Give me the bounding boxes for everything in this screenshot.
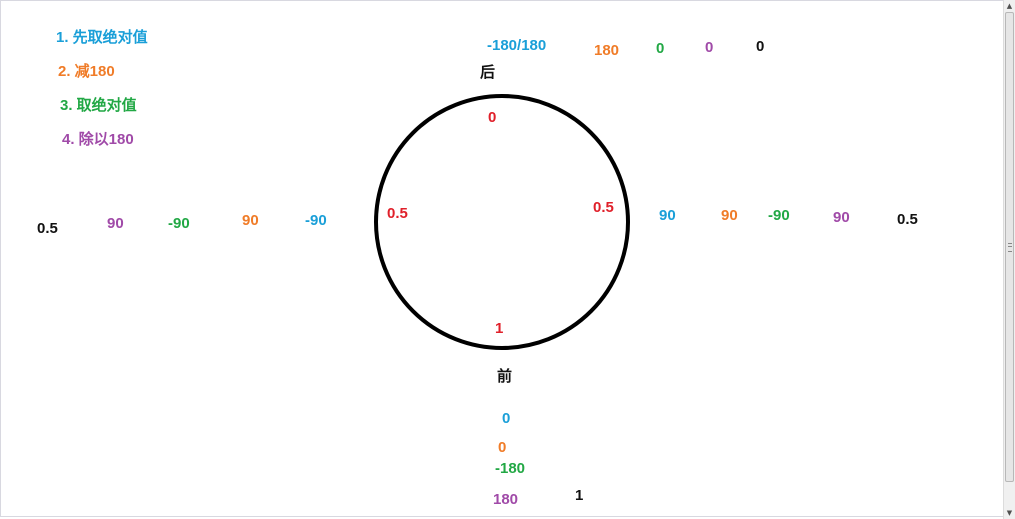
left-step-4-value: 90 xyxy=(107,215,124,232)
bottom-step-2-value: 0 xyxy=(498,439,507,456)
legend-step-1: 1. 先取绝对值 xyxy=(56,29,148,46)
bottom-step-3-value: -180 xyxy=(495,460,526,477)
legend-step-4: 4. 除以180 xyxy=(62,131,134,148)
scroll-down-arrow-icon[interactable]: ▼ xyxy=(1006,509,1013,517)
right-step-4-value: 90 xyxy=(833,209,850,226)
circle-value-bottom: 1 xyxy=(495,320,504,337)
top-step-4-value: 0 xyxy=(705,39,714,56)
right-step-1-value: 90 xyxy=(659,207,676,224)
bottom-step-4-value: 180 xyxy=(493,491,519,508)
direction-front-label: 前 xyxy=(497,368,513,385)
bottom-result-value: 1 xyxy=(575,487,584,504)
top-step-1-value: -180/180 xyxy=(487,37,547,54)
right-step-2-value: 90 xyxy=(721,207,738,224)
right-result-value: 0.5 xyxy=(897,211,918,228)
left-result-value: 0.5 xyxy=(37,220,58,237)
top-step-2-value: 180 xyxy=(594,42,620,59)
top-step-3-value: 0 xyxy=(656,40,665,57)
left-step-2-value: 90 xyxy=(242,212,259,229)
vertical-scrollbar[interactable]: ▲ ▼ xyxy=(1003,0,1015,519)
legend-step-3: 3. 取绝对值 xyxy=(60,97,137,114)
scroll-up-arrow-icon[interactable]: ▲ xyxy=(1006,2,1013,10)
left-step-3-value: -90 xyxy=(168,215,190,232)
right-step-3-value: -90 xyxy=(768,207,790,224)
circle-value-right: 0.5 xyxy=(593,199,614,216)
scrollbar-thumb[interactable] xyxy=(1005,12,1014,482)
left-step-1-value: -90 xyxy=(305,212,327,229)
bottom-step-1-value: 0 xyxy=(502,410,511,427)
direction-back-label: 后 xyxy=(480,64,496,81)
legend-step-2: 2. 减180 xyxy=(58,63,115,80)
direction-circle xyxy=(374,94,630,350)
scrollbar-grip-icon xyxy=(1008,243,1012,252)
top-result-value: 0 xyxy=(756,38,765,55)
circle-value-left: 0.5 xyxy=(387,205,408,222)
circle-value-top: 0 xyxy=(488,109,497,126)
